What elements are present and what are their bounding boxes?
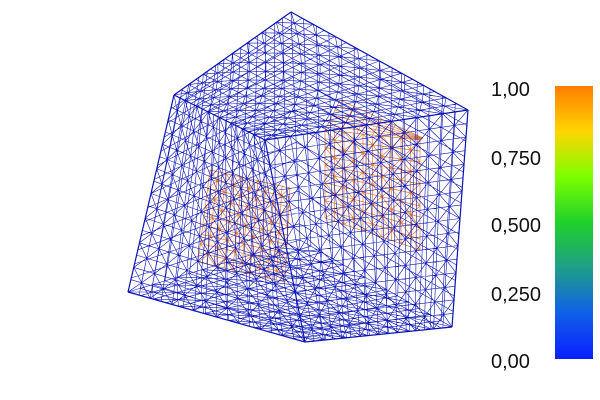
cube-edge xyxy=(173,94,266,141)
scalar-bar-tick-label: 0,500 xyxy=(491,215,542,237)
cube-edge xyxy=(127,94,175,293)
cube-edge xyxy=(451,109,469,328)
scalar-bar-tick-label: 0,250 xyxy=(491,284,542,306)
outer-mesh xyxy=(127,11,469,343)
cube-edge xyxy=(127,291,306,343)
scalar-bar-tick-label: 0,750 xyxy=(491,148,542,170)
cube-edge xyxy=(304,326,453,343)
cube-edge xyxy=(173,11,292,96)
cube-edge xyxy=(264,139,306,343)
scalar-bar-tick-label: 1,00 xyxy=(491,79,530,101)
cube-edge xyxy=(290,11,469,111)
scalar-bar xyxy=(555,86,593,359)
scalar-bar-tick-label: 0,00 xyxy=(491,351,530,373)
cube-edge xyxy=(264,109,469,141)
